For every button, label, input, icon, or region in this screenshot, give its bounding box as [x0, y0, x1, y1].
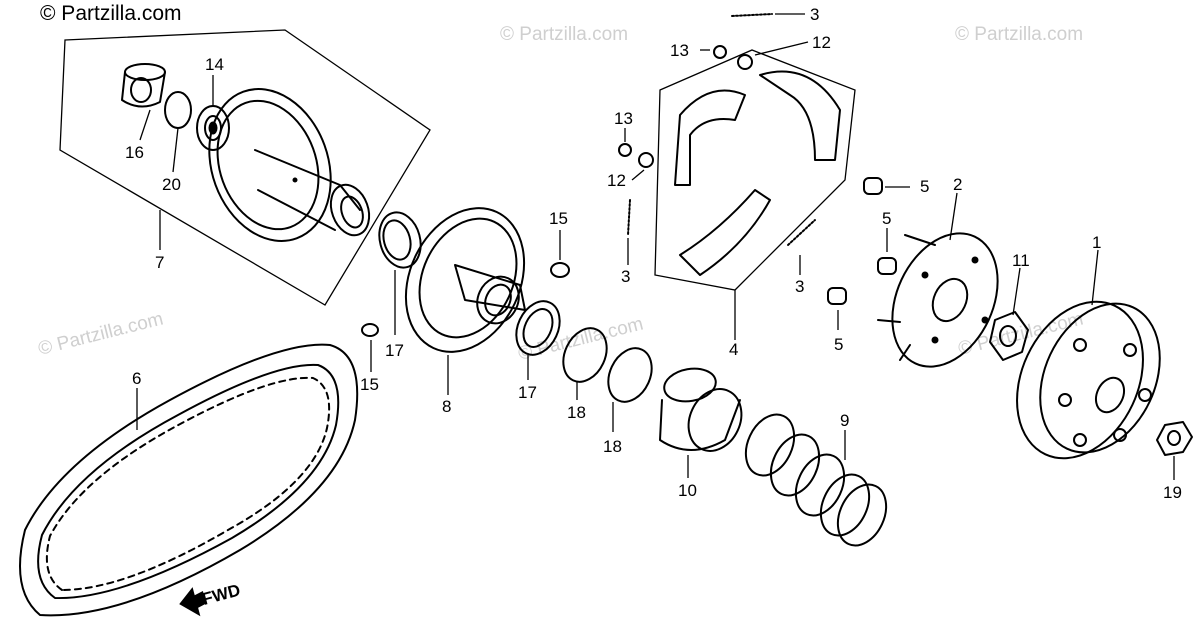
needle-bearing: [121, 63, 166, 108]
forward-direction-arrow: FWD: [179, 580, 242, 617]
callout-13-top: 13: [670, 41, 689, 60]
callout-11: 11: [1012, 251, 1030, 270]
callout-2: 2: [953, 175, 962, 194]
callout-16: 16: [125, 143, 144, 162]
callout-3-top: 3: [810, 5, 819, 24]
o-ring-a: [562, 327, 608, 383]
circlip-top: [713, 45, 727, 59]
collar-right: [550, 262, 570, 278]
callout-5-mid: 5: [882, 209, 891, 228]
clutch-shoe-assembly: [654, 49, 856, 291]
callout-4: 4: [729, 340, 738, 359]
shoe-spring-left: [627, 199, 631, 236]
callout-12-top: 12: [812, 33, 831, 52]
circlip-ring: [164, 91, 192, 129]
fwd-label: FWD: [200, 580, 242, 608]
roller-b: [877, 257, 897, 275]
clutch-shoe-a: [674, 89, 746, 186]
callout-10: 10: [678, 481, 697, 500]
callout-8: 8: [442, 397, 451, 416]
callout-7: 7: [155, 253, 164, 272]
callout-17-left: 17: [385, 341, 404, 360]
washer-top: [737, 54, 753, 70]
oil-seal-mid: [515, 300, 561, 356]
callout-15-right: 15: [549, 209, 568, 228]
clutch-shoe-c: [679, 189, 771, 276]
drive-plate: [877, 232, 999, 368]
driven-pulley-face: [404, 207, 526, 353]
o-ring-b: [607, 347, 653, 403]
collar-left: [361, 323, 379, 337]
roller-c: [827, 287, 847, 305]
roller-a: [863, 177, 883, 195]
callout-12-left: 12: [607, 171, 626, 190]
oil-seal-left: [378, 211, 422, 269]
drive-belt: [19, 343, 359, 617]
assembly-outline-box: [59, 29, 431, 306]
callout-18-b: 18: [603, 437, 622, 456]
shoe-spring-right: [787, 219, 816, 246]
clutch-shoe-b: [759, 70, 841, 161]
driven-face-spring: [744, 413, 888, 547]
watermark-right-top: © Partzilla.com: [955, 24, 1083, 45]
washer-left: [638, 152, 654, 168]
drive-face-assembly: [59, 29, 431, 306]
callout-18-a: 18: [567, 403, 586, 422]
callout-13-left: 13: [614, 109, 633, 128]
clutch-outer-nut: [1156, 421, 1193, 456]
seal-collar: [659, 367, 743, 452]
callout-5-bottom: 5: [834, 335, 843, 354]
callout-14: 14: [205, 55, 224, 74]
callout-3-left: 3: [621, 267, 630, 286]
callout-5-top: 5: [920, 177, 929, 196]
callout-19: 19: [1163, 483, 1182, 502]
callout-9: 9: [840, 411, 849, 430]
watermark-center-mid: © Partzilla.com: [516, 314, 645, 365]
watermark-top-left: © Partzilla.com: [40, 2, 182, 25]
callout-1: 1: [1092, 233, 1101, 252]
driven-face-plate: [208, 88, 371, 242]
circlip-left: [618, 143, 632, 157]
callout-15-left: 15: [360, 375, 379, 394]
shoe-spring-top: [731, 13, 773, 17]
watermark-left-mid: © Partzilla.com: [36, 309, 165, 360]
callout-17-mid: 17: [518, 383, 537, 402]
callout-20: 20: [162, 175, 181, 194]
callout-6: 6: [132, 369, 141, 388]
lock-nut: [989, 311, 1029, 361]
watermark-center-top: © Partzilla.com: [500, 24, 628, 45]
clutch-outer: [1016, 300, 1161, 460]
callout-3-right: 3: [795, 277, 804, 296]
